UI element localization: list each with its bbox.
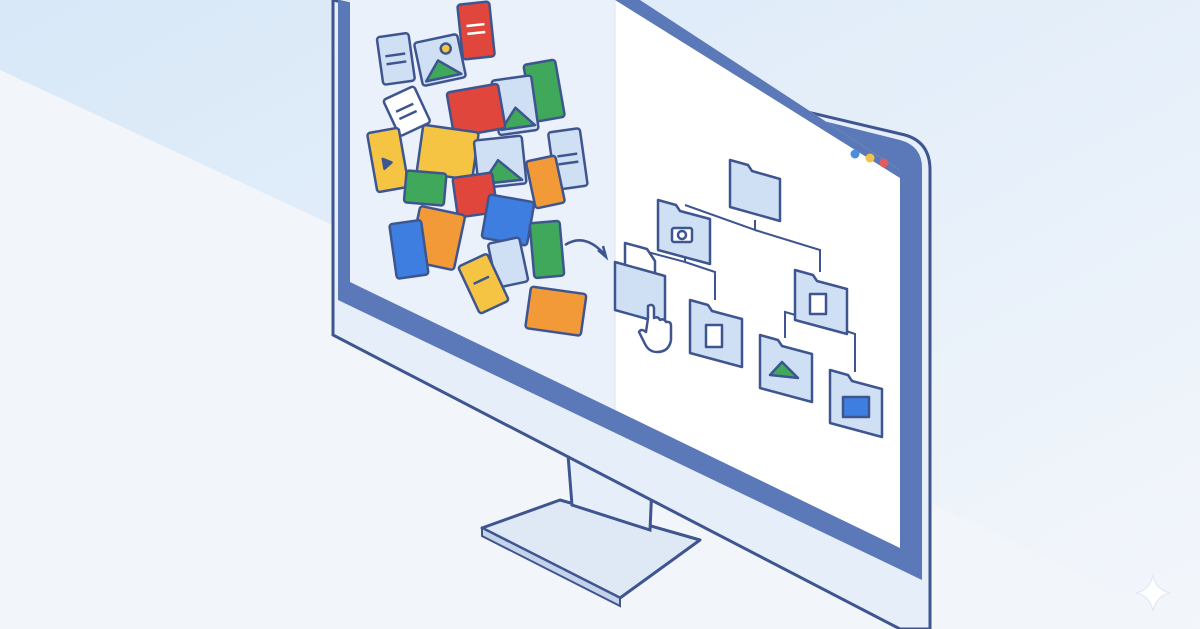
folder-icon — [445, 82, 507, 138]
folder-tree — [613, 158, 884, 439]
folder-icon — [728, 158, 782, 223]
camera-folder-icon — [656, 198, 712, 266]
window-dot-red[interactable] — [879, 158, 889, 168]
document-folder-icon — [688, 298, 744, 369]
hand-cursor-icon — [637, 303, 673, 354]
document-icon — [525, 154, 566, 210]
window-dot-yellow[interactable] — [865, 153, 875, 163]
document-icon — [382, 85, 431, 137]
document-icon — [456, 0, 496, 61]
folder-icon — [402, 169, 448, 207]
folder-icon — [524, 285, 588, 337]
window-dot-blue[interactable] — [850, 149, 860, 159]
document-folder-icon — [793, 268, 849, 336]
scattered-files — [366, 0, 589, 337]
document-icon — [366, 126, 410, 194]
document-icon — [388, 219, 430, 280]
image-icon — [413, 33, 467, 87]
sparkle-icon — [1135, 574, 1171, 612]
blue-folder-icon — [828, 368, 884, 439]
document-icon — [375, 32, 416, 86]
image-folder-icon — [758, 333, 814, 404]
document-icon — [457, 253, 510, 315]
document-icon — [528, 219, 566, 280]
folder-icon — [480, 193, 536, 247]
monitor-stand — [480, 452, 702, 608]
arrow-icon — [564, 239, 606, 256]
